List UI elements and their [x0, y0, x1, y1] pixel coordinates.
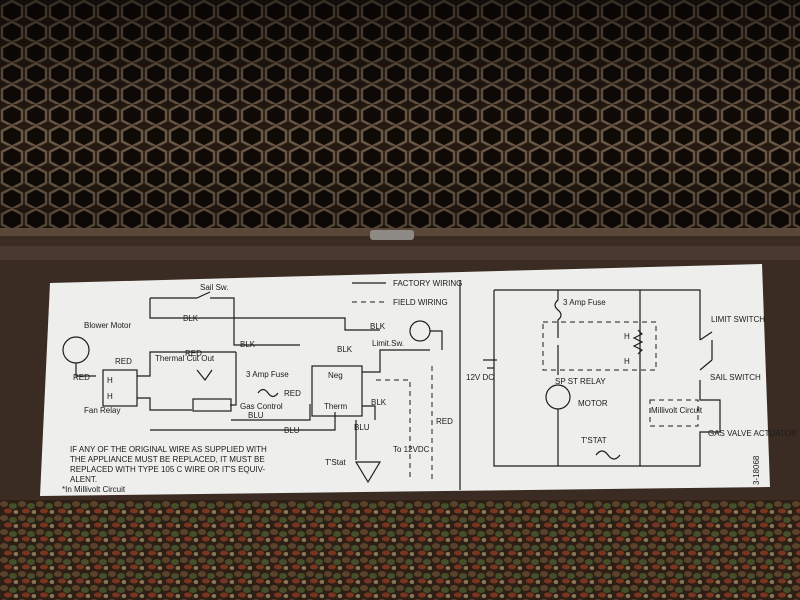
relay-h-1: H: [107, 376, 113, 385]
heater-grille: [0, 0, 800, 232]
blower-motor-label: Blower Motor: [84, 321, 131, 330]
warning-line-2: THE APPLIANCE MUST BE REPLACED, IT MUST …: [70, 455, 265, 464]
wire-label-red-field: RED: [436, 417, 453, 426]
fuse-symbol-left: [257, 388, 279, 398]
millivolt-circuit-label: Millivolt Circuit: [651, 406, 703, 415]
sail-switch-label: SAIL SWITCH: [710, 373, 761, 382]
wire-label-blk-right: BLK: [370, 322, 386, 331]
tstat-label-left: T'Stat: [325, 458, 346, 467]
part-number: 3-18068: [752, 455, 761, 485]
sail-switch-right-contact: [699, 359, 713, 371]
thermal-cut-out-label: Thermal Cut Out: [155, 354, 215, 363]
wire-label-blu-1: BLU: [248, 411, 264, 420]
relay-h-right-2: H: [624, 357, 630, 366]
fan-relay-label: Fan Relay: [84, 406, 120, 415]
wire-label-red-fuse: RED: [284, 389, 301, 398]
gas-control-label: Gas Control: [240, 402, 283, 411]
spst-relay-label: SP ST RELAY: [555, 377, 606, 386]
warning-line-1: IF ANY OF THE ORIGINAL WIRE AS SUPPLIED …: [70, 445, 267, 454]
wire-label-red-mid: RED: [185, 349, 202, 358]
wire-label-blu-3: BLU: [354, 423, 370, 432]
motor-label: MOTOR: [578, 399, 608, 408]
neg-therm-terminal-block: [311, 365, 363, 417]
carpet: [0, 500, 800, 600]
wire-label-blu-2: BLU: [284, 426, 300, 435]
tstat-symbol-right: [595, 450, 621, 460]
limit-sw-label: Limit.Sw.: [372, 339, 404, 348]
neg-label: Neg: [328, 371, 343, 380]
to-12vdc-label: To 12VDC: [393, 445, 430, 454]
three-amp-fuse-right-label: 3 Amp Fuse: [563, 298, 606, 307]
millivolt-circuit-box: [649, 399, 699, 427]
sail-sw-label: Sail Sw.: [200, 283, 228, 292]
fuse-symbol-right: [554, 290, 562, 338]
right-schematic: 12V DC 3 Amp Fuse H H SP ST RELAY MOTOR …: [466, 289, 797, 485]
tstat-symbol-left: [354, 461, 382, 484]
wire-label-red-relay: RED: [115, 357, 132, 366]
wire-label-blk-neg: BLK: [337, 345, 353, 354]
tstat-right-label: T'STAT: [581, 436, 607, 445]
wire-label-red-left: RED: [73, 373, 90, 382]
factory-wiring-legend: FACTORY WIRING: [393, 279, 462, 288]
limit-switch-label: LIMIT SWITCH: [711, 315, 765, 324]
three-amp-fuse-label: 3 Amp Fuse: [246, 370, 289, 379]
relay-h-right-1: H: [624, 332, 630, 341]
sail-switch-contact: [196, 291, 211, 299]
wire-label-blk-top: BLK: [183, 314, 199, 323]
wire-label-blk-mid: BLK: [240, 340, 256, 349]
twelve-volt-dc-label: 12V DC: [466, 373, 494, 382]
fan-relay-box: [102, 369, 138, 407]
warning-line-3: REPLACED WITH TYPE 105 C WIRE OR IT'S EQ…: [70, 465, 266, 474]
field-wiring-legend: FIELD WIRING: [393, 298, 448, 307]
footnote: *In Millivolt Circuit: [62, 485, 126, 494]
spst-relay-box: [542, 321, 657, 371]
left-schematic: Blower Motor RED Sail Sw. BLK BLK BLK H …: [62, 283, 453, 484]
gas-valve-actuator-label: GAS VALVE ACTUATOR: [708, 429, 797, 438]
relay-coil: [632, 329, 644, 355]
wire-label-blk-therm: BLK: [371, 398, 387, 407]
limit-switch-contact: [699, 331, 713, 341]
relay-h-2: H: [107, 392, 113, 401]
therm-label: Therm: [324, 402, 347, 411]
warning-line-4: ALENT.: [70, 475, 97, 484]
